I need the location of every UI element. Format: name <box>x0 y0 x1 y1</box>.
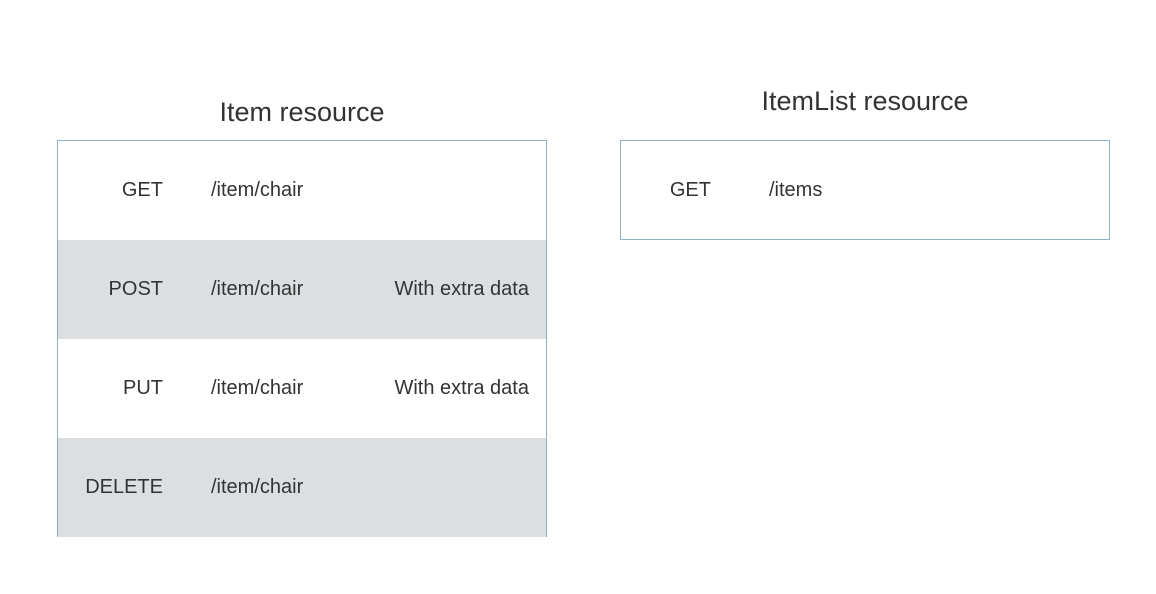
table-row: GET /item/chair <box>58 141 546 240</box>
item-resource-table: GET /item/chair POST /item/chair With ex… <box>57 140 547 537</box>
endpoint-path: /item/chair <box>211 476 304 498</box>
http-method: PUT <box>123 377 163 399</box>
endpoint-path: /item/chair <box>211 278 304 300</box>
table-row: GET /items <box>621 141 1109 239</box>
http-method: GET <box>121 179 163 201</box>
http-method: GET <box>669 178 711 201</box>
http-method: DELETE <box>85 476 163 498</box>
item-resource-title: Item resource <box>219 97 385 127</box>
endpoint-path: /item/chair <box>211 179 304 201</box>
table-row: PUT /item/chair With extra data <box>58 339 546 438</box>
itemlist-resource-table: GET /items <box>620 140 1110 240</box>
endpoint-note: With extra data <box>394 377 529 399</box>
table-row: DELETE /item/chair <box>58 438 546 537</box>
itemlist-resource-title: ItemList resource <box>761 86 969 116</box>
http-method: POST <box>108 278 163 300</box>
endpoint-path: /item/chair <box>211 377 304 399</box>
table-row: POST /item/chair With extra data <box>58 240 546 339</box>
endpoint-path: /items <box>769 178 823 201</box>
endpoint-note: With extra data <box>394 278 529 300</box>
